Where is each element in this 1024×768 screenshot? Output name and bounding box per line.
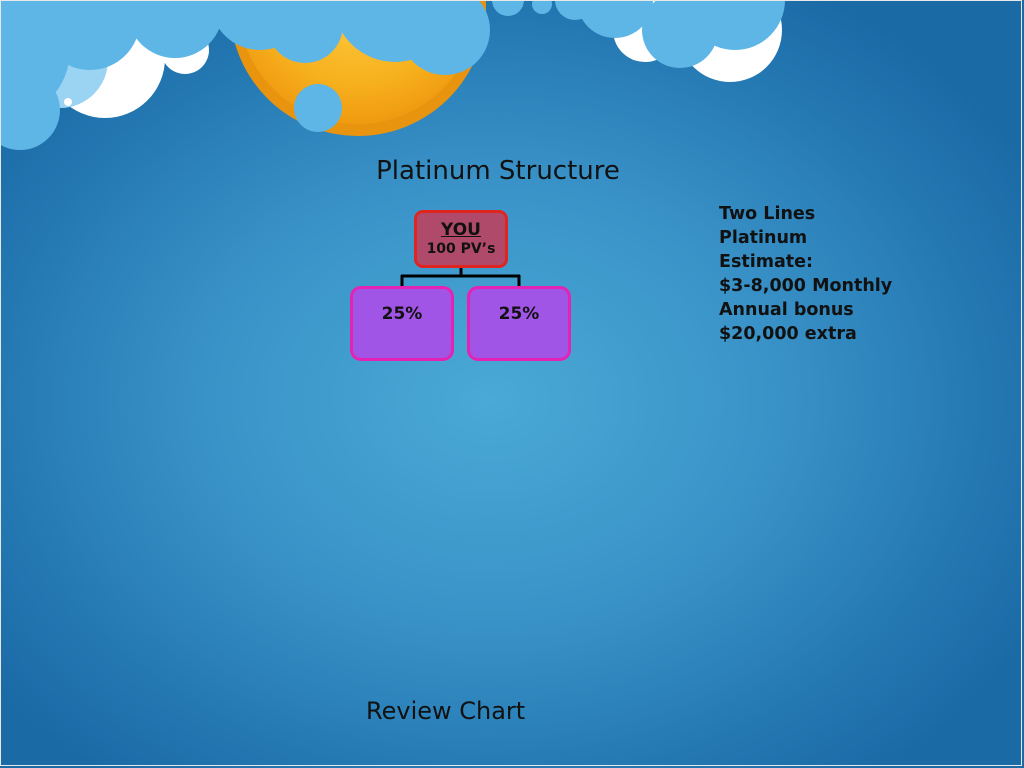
root-node-label: YOU <box>441 220 481 240</box>
slide-title: Platinum Structure <box>376 156 620 186</box>
info-line-estimate-label: Estimate: <box>719 252 814 272</box>
info-line-rank: Platinum <box>719 228 808 248</box>
review-chart-text: Review Chart <box>366 697 526 725</box>
info-line-annual-bonus: Annual bonus <box>719 300 854 320</box>
cloud-icon <box>492 0 552 16</box>
child-node-label: 25% <box>381 304 423 324</box>
info-line-extra: $20,000 extra <box>719 324 857 344</box>
info-line-monthly: $3-8,000 Monthly <box>719 276 893 296</box>
sky-decoration <box>0 0 785 150</box>
cloud-icon <box>0 0 490 150</box>
cloud-icon <box>555 0 785 82</box>
child-node-left: 25% <box>350 286 454 361</box>
info-line-lines: Two Lines <box>719 204 816 224</box>
root-node-you: YOU 100 PV’s <box>414 210 508 268</box>
child-node-right: 25% <box>467 286 571 361</box>
info-text-block: Two Lines Platinum Estimate: $3-8,000 Mo… <box>719 202 892 346</box>
root-node-sublabel: 100 PV’s <box>426 241 496 257</box>
child-node-label: 25% <box>498 304 540 324</box>
